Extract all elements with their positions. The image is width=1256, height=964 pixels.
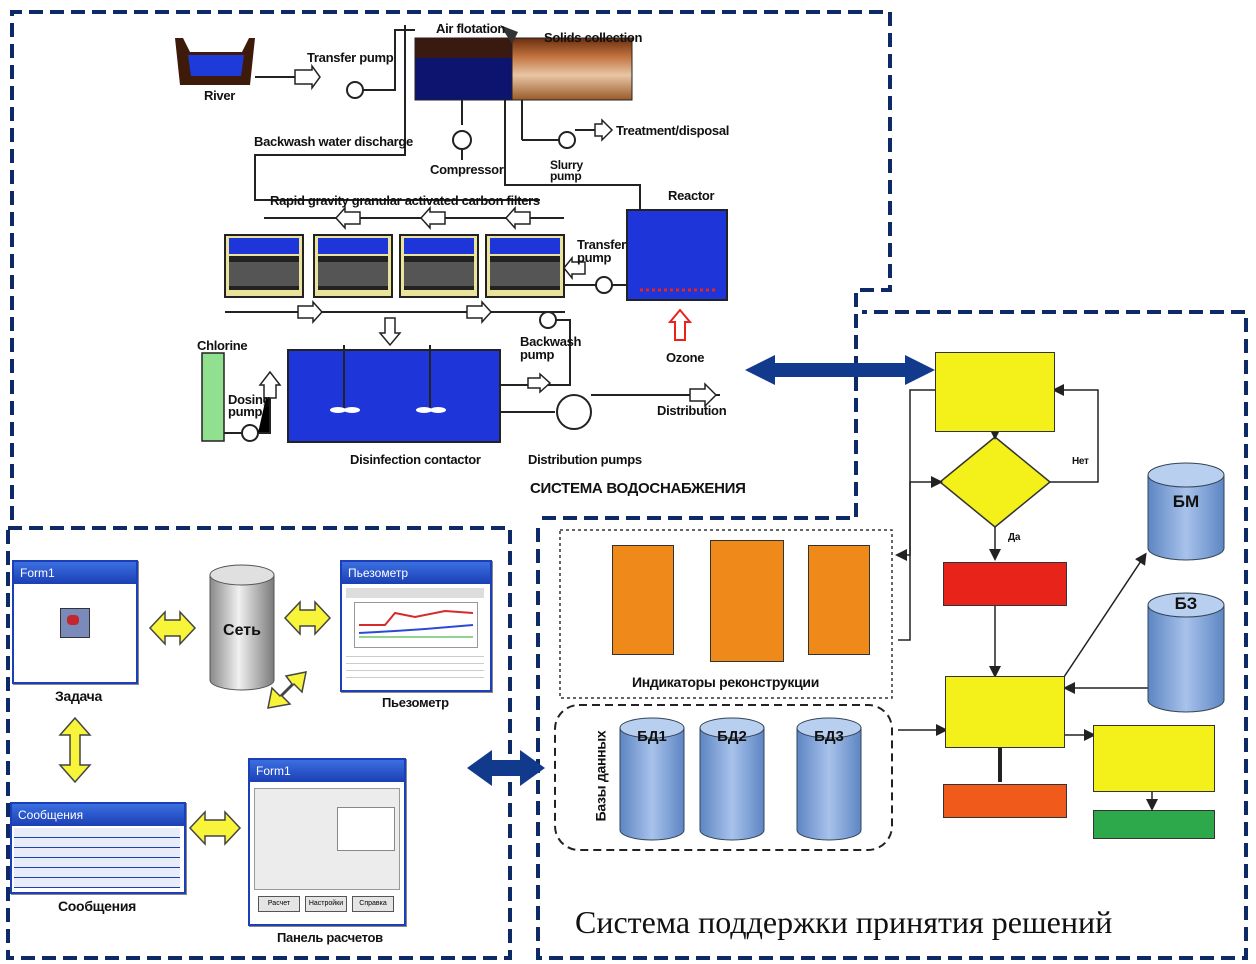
link-arrow-plant-dss bbox=[745, 355, 935, 385]
messages-list[interactable] bbox=[14, 828, 180, 888]
indicator-transport bbox=[710, 540, 784, 662]
db2-label: БД2 bbox=[717, 728, 747, 745]
ozone-label: Ozone bbox=[666, 350, 705, 365]
piezometer-label: Пьезометр bbox=[382, 695, 449, 710]
water-system-title: СИСТЕМА ВОДОСНАБЖЕНИЯ bbox=[530, 480, 746, 497]
messages-label: Сообщения bbox=[58, 898, 136, 914]
chlorine-tank bbox=[201, 352, 282, 442]
treatment-arrow bbox=[594, 118, 614, 142]
constraints-box bbox=[943, 784, 1067, 818]
calc-button-run[interactable]: Расчет bbox=[258, 896, 300, 912]
indicators-box bbox=[559, 529, 893, 699]
compressor-label: Compressor bbox=[430, 162, 504, 177]
dss-frame bbox=[536, 310, 1248, 960]
indicator-consumers bbox=[808, 545, 870, 655]
distribution-label: Distribution bbox=[657, 403, 727, 418]
transfer-pump-label: Transfer pump bbox=[307, 50, 394, 65]
calc-panel[interactable] bbox=[254, 788, 400, 890]
messages-window[interactable]: Сообщения bbox=[10, 802, 186, 894]
project-planning-box bbox=[945, 676, 1065, 748]
filter-4 bbox=[485, 234, 565, 298]
filter-3 bbox=[399, 234, 479, 298]
project-formation-box bbox=[1093, 725, 1215, 792]
task-label: Задача bbox=[55, 688, 102, 704]
decision-no-label: Нет bbox=[1072, 456, 1089, 467]
decision-yes-label: Да bbox=[1008, 532, 1021, 543]
decision-diamond bbox=[938, 436, 1052, 528]
piezometer-chart bbox=[354, 602, 478, 648]
backwash-arrow bbox=[527, 372, 552, 394]
slurry-pump-label: Slurry pump bbox=[550, 158, 583, 183]
indicators-title: Индикаторы реконструкции bbox=[632, 674, 820, 690]
filter-1 bbox=[224, 234, 304, 298]
bm-label: БМ bbox=[1172, 492, 1200, 511]
piezometer-window[interactable]: Пьезометр bbox=[340, 560, 492, 692]
air-flotation-label: Air flotation bbox=[436, 21, 506, 36]
element-monitoring-box bbox=[935, 352, 1055, 432]
network-cylinder bbox=[209, 564, 275, 691]
distribution-pumps-label: Distribution pumps bbox=[528, 452, 642, 467]
db1-label: БД1 bbox=[637, 728, 667, 745]
backwash-discharge-label: Backwash water discharge bbox=[254, 134, 413, 149]
river-tank bbox=[175, 38, 255, 85]
project-realization-box bbox=[1093, 810, 1215, 839]
transfer-pump-right-label: Transfer pump bbox=[577, 237, 626, 265]
gis-frame bbox=[6, 526, 512, 960]
disinfection-contactor bbox=[287, 317, 501, 443]
calc-button-help[interactable]: Справка bbox=[352, 896, 394, 912]
piezometer-toolbar[interactable] bbox=[346, 588, 484, 598]
filter-2 bbox=[313, 234, 393, 298]
dss-title: Система поддержки принятия решений bbox=[575, 904, 1113, 940]
calc-label: Панель расчетов bbox=[277, 930, 383, 945]
piezometer-window-titlebar[interactable]: Пьезометр bbox=[342, 562, 490, 584]
bz-label: БЗ bbox=[1174, 594, 1198, 613]
task-icon bbox=[60, 608, 90, 638]
calc-window[interactable]: Form1 Расчет Настройки Справка bbox=[248, 758, 406, 926]
calc-button-settings[interactable]: Настройки bbox=[305, 896, 347, 912]
treatment-disposal-label: Treatment/disposal bbox=[616, 123, 730, 138]
calc-window-titlebar[interactable]: Form1 bbox=[250, 760, 404, 782]
task-window[interactable]: Form1 bbox=[12, 560, 138, 684]
distribution-arrow bbox=[689, 382, 718, 408]
task-window-titlebar[interactable]: Form1 bbox=[14, 562, 136, 584]
backwash-discharge-line bbox=[254, 25, 641, 210]
db-cylinders bbox=[619, 717, 862, 841]
filter-flow-arrows bbox=[297, 206, 531, 324]
filters-label: Rapid gravity granular activated carbon … bbox=[270, 193, 540, 208]
calc-text-area[interactable] bbox=[337, 807, 395, 851]
water-system-frame bbox=[10, 10, 892, 520]
dss-flowchart bbox=[895, 384, 1225, 811]
databases-title: Базы данных bbox=[592, 730, 609, 822]
red-process-box bbox=[943, 562, 1067, 606]
carbon-filters bbox=[224, 217, 565, 313]
chlorine-label: Chlorine bbox=[197, 338, 248, 353]
river-label: River bbox=[204, 88, 236, 103]
air-flotation-tank bbox=[414, 25, 633, 101]
network-label: Сеть bbox=[223, 622, 261, 639]
reactor-label: Reactor bbox=[668, 188, 715, 203]
backwash-pump-label: Backwash pump bbox=[520, 334, 582, 362]
yellow-arrows bbox=[58, 600, 332, 846]
reactor-tank bbox=[563, 209, 728, 341]
dosing-pump-label: Dosing pump bbox=[228, 392, 271, 419]
messages-window-titlebar[interactable]: Сообщения bbox=[12, 804, 184, 826]
indicator-source bbox=[612, 545, 674, 655]
link-arrow-gis-dss bbox=[467, 750, 545, 786]
piezometer-table bbox=[346, 650, 484, 684]
frame-borders bbox=[6, 10, 1248, 960]
solids-collection-label: Solids collection bbox=[544, 30, 643, 45]
sludge-line bbox=[521, 100, 595, 149]
databases-box bbox=[554, 704, 893, 851]
compressor bbox=[452, 100, 472, 160]
db3-label: БД3 bbox=[814, 728, 844, 745]
disinfection-contactor-label: Disinfection contactor bbox=[350, 452, 481, 467]
